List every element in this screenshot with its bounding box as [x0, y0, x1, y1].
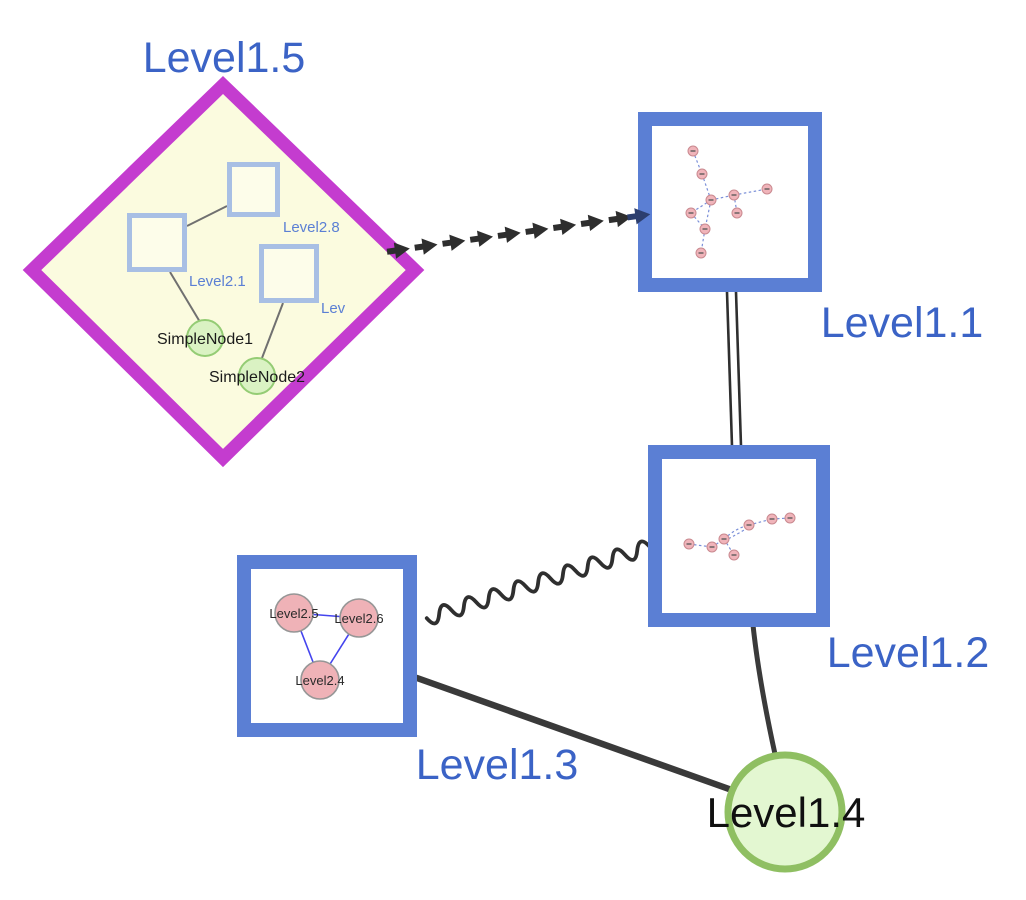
simplenode2-label: SimpleNode2	[209, 369, 305, 386]
level1-2-label: Level1.2	[827, 629, 990, 677]
simplenode1-label: SimpleNode1	[157, 331, 253, 348]
level1-1-label: Level1.1	[821, 299, 984, 347]
level1-1-mini-graph	[685, 145, 773, 259]
node-level1-2: Level1.2	[648, 445, 990, 677]
node-level1-5: Level1.5 Level2.8 Level2.1 Lev SimpleNod…	[22, 34, 425, 468]
edge-level15-level11-arrow-chain[interactable]	[385, 206, 652, 260]
node-level2-4[interactable]	[300, 660, 340, 700]
lev-label: Lev	[321, 300, 346, 317]
node-level1-4: Level1.4	[707, 751, 866, 873]
level1-4-label: Level1.4	[707, 789, 866, 836]
edge-level13-level12-wavy-line[interactable]	[424, 539, 652, 626]
node-level2-5[interactable]	[274, 593, 314, 633]
level2-5-label: Level2.5	[269, 606, 318, 621]
edge-level11-level12-double-line[interactable]	[725, 291, 743, 447]
level2-6-label: Level2.6	[334, 611, 383, 626]
level1-5-label: Level1.5	[143, 34, 306, 82]
level1-4-circle-shape[interactable]	[724, 751, 846, 873]
level1-3-box-shape[interactable]	[237, 555, 417, 737]
level1-2-box-shape[interactable]	[648, 445, 830, 627]
node-level2-6[interactable]	[339, 598, 379, 638]
level2-4-label: Level2.4	[295, 673, 344, 688]
node-level1-3: Level2.5 Level2.6 Level2.4 Level1.3	[237, 555, 579, 789]
edge-level12-level14[interactable]	[750, 622, 778, 757]
edge-lev-simplenode2[interactable]	[261, 302, 284, 359]
node-level1-1: Level1.1	[638, 112, 984, 347]
node-lev[interactable]	[259, 244, 319, 303]
level1-5-diamond-shape[interactable]	[22, 75, 425, 468]
level2-8-label: Level2.8	[283, 219, 340, 236]
level2-1-label: Level2.1	[189, 273, 246, 290]
node-simplenode1[interactable]	[186, 319, 224, 357]
node-level2-8[interactable]	[227, 162, 280, 217]
node-level2-1[interactable]	[127, 213, 187, 272]
edge-level21-simplenode1[interactable]	[169, 271, 201, 323]
level1-3-label: Level1.3	[416, 741, 579, 789]
level1-2-mini-graph	[683, 512, 796, 561]
edge-level13-level14[interactable]	[413, 674, 733, 793]
node-simplenode2[interactable]	[238, 357, 276, 395]
edge-level21-level28[interactable]	[186, 205, 228, 227]
level1-1-box-shape[interactable]	[638, 112, 822, 292]
